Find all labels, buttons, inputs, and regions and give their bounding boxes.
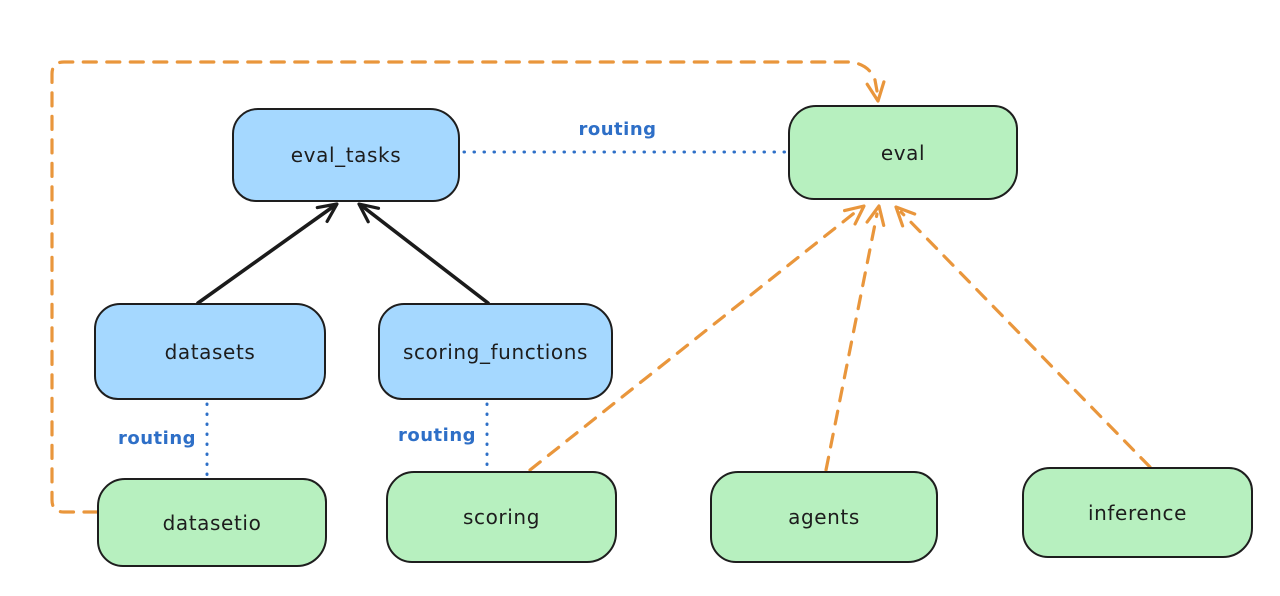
node-datasets: datasets	[94, 303, 326, 400]
node-agents-label: agents	[788, 505, 860, 529]
edge-scoring-eval-arrowhead-icon	[843, 204, 866, 226]
node-inference-label: inference	[1087, 500, 1188, 525]
edge-datasetio-eval-arrowhead-icon	[865, 80, 886, 103]
node-eval-tasks: eval_tasks	[232, 108, 460, 202]
node-inference: inference	[1022, 467, 1253, 558]
node-scoring: scoring	[386, 471, 617, 563]
node-datasets-label: datasets	[164, 339, 256, 364]
edge-datasets-eval-tasks-arrowhead-icon	[315, 202, 339, 223]
edge-agents-eval-arrowhead-icon	[865, 204, 886, 227]
node-datasetio: datasetio	[97, 478, 327, 567]
node-scoring-functions-label: scoring_functions	[402, 339, 589, 364]
node-agents: agents	[710, 471, 938, 563]
node-eval-label: eval	[880, 140, 926, 165]
node-scoring-functions: scoring_functions	[378, 303, 613, 400]
edge-inference-eval-arrowhead-icon	[894, 205, 917, 228]
edge-scoring-functions-eval-tasks-arrowhead-icon	[357, 202, 381, 224]
node-eval-tasks-label: eval_tasks	[290, 143, 402, 167]
edge-label-routing-scoring-functions-scoring: routing	[397, 425, 477, 446]
edge-label-routing-eval-tasks-eval: routing	[578, 119, 657, 140]
edge-label-routing-datasets-datasetio: routing	[117, 428, 197, 449]
edge-agents-eval	[824, 212, 879, 472]
edge-inference-eval	[899, 210, 1152, 469]
edge-scoring-functions-eval-tasks	[360, 204, 490, 305]
node-eval: eval	[788, 105, 1018, 200]
edge-datasets-eval-tasks	[196, 204, 336, 305]
node-datasetio-label: datasetio	[162, 510, 262, 535]
node-scoring-label: scoring	[462, 505, 540, 529]
